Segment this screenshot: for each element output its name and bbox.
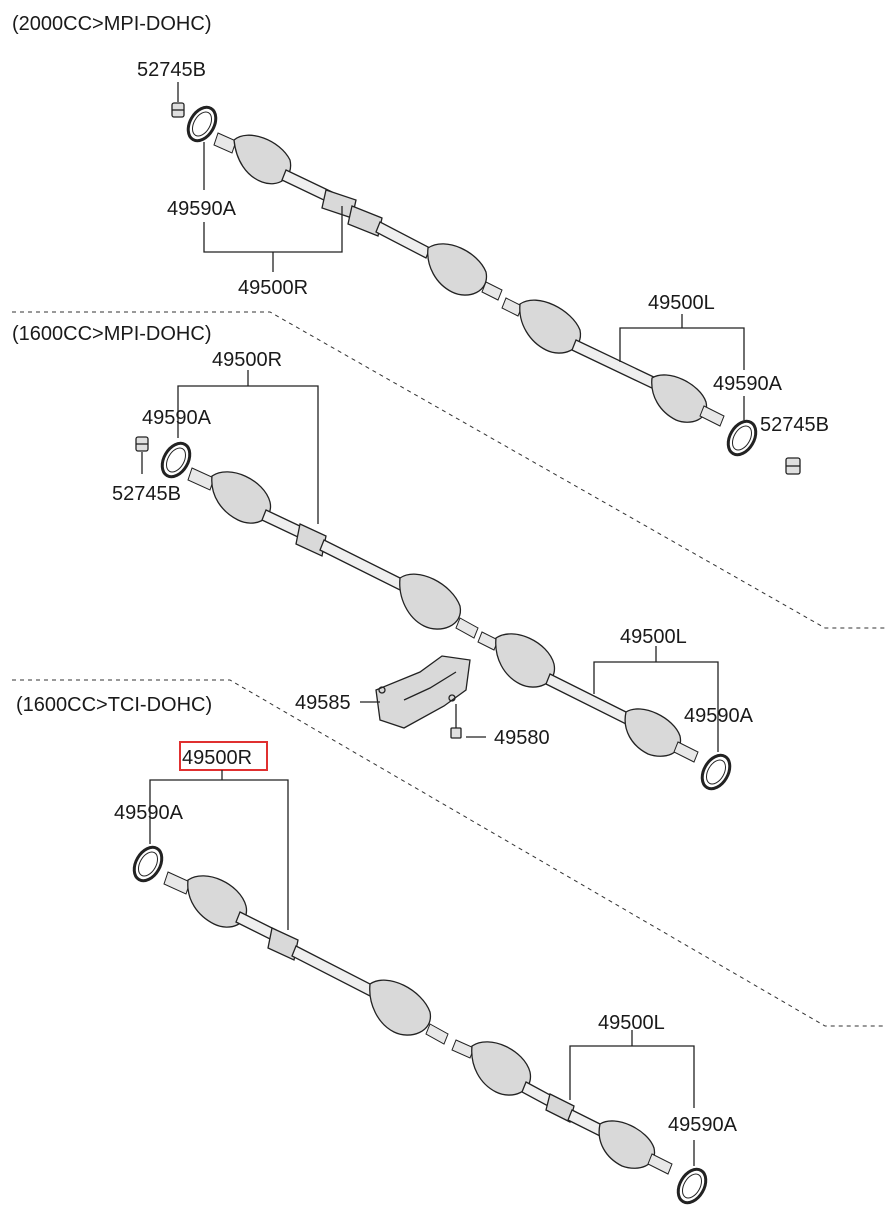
assembly-1600cc-tci: 49500R 49590A 49500L 49590A (114, 741, 738, 1205)
nut-52745b-right-icon (171, 102, 185, 118)
label-49590a-s3-right: 49590A (114, 802, 184, 824)
label-49500l-s1: 49500L (648, 292, 715, 314)
bracket-49585-icon (375, 655, 471, 729)
assembly-1600cc-mpi: 49500R 49590A 52745B 49500L 49590A 49585… (112, 349, 754, 791)
label-52745b-s1-right: 52745B (137, 59, 206, 81)
ring-49590a-right-icon (160, 441, 192, 479)
drive-shaft-49500r-icon (213, 132, 503, 301)
drive-shaft-49500r-icon (187, 467, 479, 639)
section-title-1600cc-mpi: (1600CC>MPI-DOHC) (12, 323, 211, 345)
label-52745b-s2-right: 52745B (112, 483, 181, 505)
nut-52745b-left-icon (785, 457, 801, 475)
label-49500r-s1: 49500R (238, 277, 308, 299)
ring-49590a-right-icon (132, 845, 164, 883)
label-49580: 49580 (494, 727, 550, 749)
label-49500r-s2: 49500R (212, 349, 282, 371)
ring-49590a-left-icon (676, 1167, 708, 1205)
ring-49590a-left-icon (700, 753, 732, 791)
ring-49590a-right-icon (186, 105, 218, 143)
label-49590a-s3-left: 49590A (668, 1114, 738, 1136)
label-49590a-s1-right: 49590A (167, 198, 237, 220)
section-title-1600cc-tci: (1600CC>TCI-DOHC) (16, 694, 212, 716)
label-49500l-s2: 49500L (620, 626, 687, 648)
drive-shaft-49500l-icon (451, 1039, 673, 1175)
label-49590a-s2-right: 49590A (142, 407, 212, 429)
label-49585: 49585 (295, 692, 351, 714)
nut-52745b-right-icon (135, 436, 149, 452)
section-divider-1 (12, 311, 886, 629)
bolt-49580-icon (450, 704, 462, 739)
assembly-2000cc: 52745B 49590A 49500R 49500L 49590A 52745… (137, 59, 829, 475)
ring-49590a-left-icon (726, 419, 758, 457)
drive-shaft-49500l-icon (501, 297, 725, 427)
drive-shaft-49500r-icon (163, 871, 449, 1045)
section-title-2000cc: (2000CC>MPI-DOHC) (12, 13, 211, 35)
highlight-box-49500r[interactable] (179, 741, 268, 771)
section-divider-2 (12, 679, 886, 1027)
drive-shaft-49500l-icon (477, 631, 699, 763)
label-49500r-s3[interactable]: 49500R (182, 747, 252, 769)
label-49590a-s1-left: 49590A (713, 373, 783, 395)
label-52745b-s1-left: 52745B (760, 414, 829, 436)
label-49500l-s3: 49500L (598, 1012, 665, 1034)
label-49590a-s2-left: 49590A (684, 705, 754, 727)
